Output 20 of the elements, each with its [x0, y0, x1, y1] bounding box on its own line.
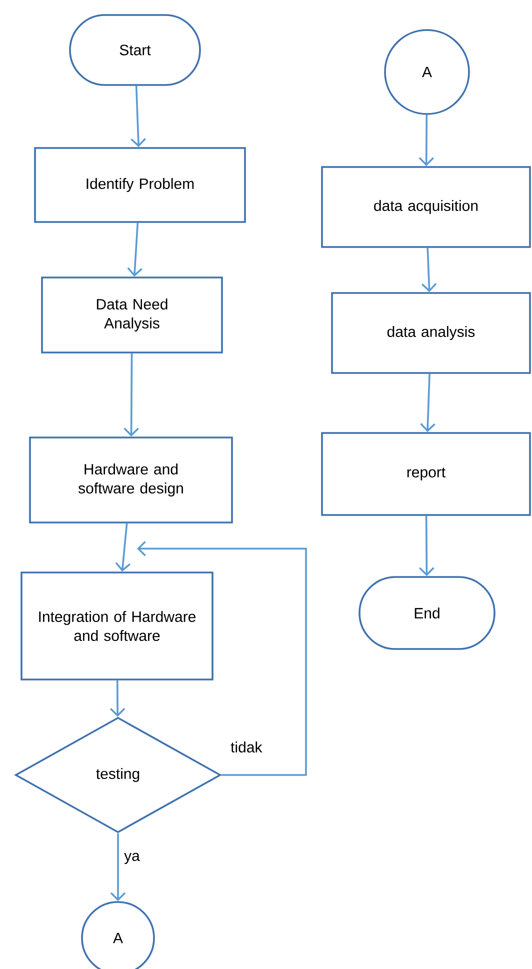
arrow — [420, 374, 436, 432]
process-box: report — [321, 432, 531, 516]
process-box: data acquisition — [321, 166, 531, 248]
arrow — [421, 248, 437, 292]
process-box: Identify Problem — [34, 147, 246, 223]
arrow — [127, 222, 142, 277]
arrow — [115, 523, 131, 572]
process-box: data analysis — [331, 292, 531, 374]
arrow — [110, 680, 126, 717]
arrow — [110, 833, 126, 902]
edge-label: ya — [124, 852, 140, 864]
arrow — [419, 516, 434, 576]
arrow — [137, 540, 307, 776]
process-box: Integration of Hardware and software — [20, 572, 214, 680]
edge-label: tidak — [230, 742, 262, 752]
arrow — [418, 114, 434, 166]
arrow — [130, 86, 146, 148]
process-box: Hardware and software design — [29, 436, 233, 524]
process-box: Data Need Analysis — [41, 276, 223, 354]
arrow — [124, 353, 139, 437]
